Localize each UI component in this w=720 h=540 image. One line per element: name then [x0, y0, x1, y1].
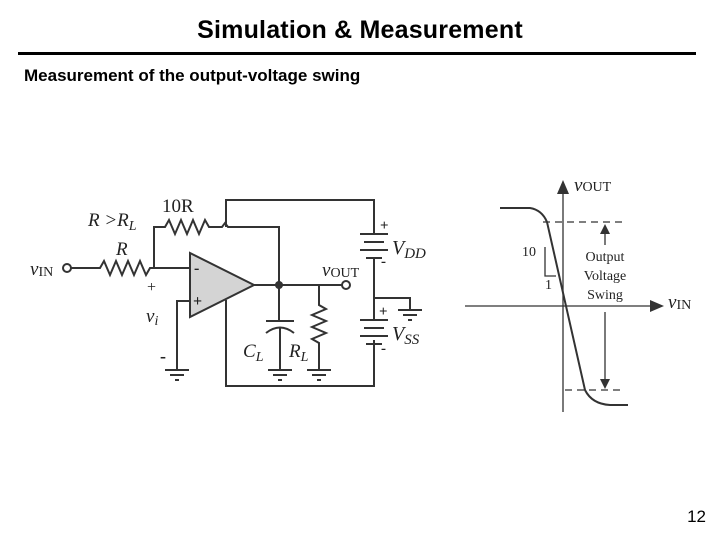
slope-rise-label: 10	[522, 245, 536, 260]
vdd-battery	[360, 233, 388, 298]
swing-up-arrow-icon	[600, 224, 610, 234]
swing-down-arrow-icon	[600, 379, 610, 389]
slope-triangle	[544, 247, 556, 277]
vdd-rail	[225, 199, 375, 234]
vi-label: vi	[146, 306, 158, 329]
opamp-plus-input: +	[193, 293, 202, 310]
transfer-characteristic: vOUT vIN 10 1 Output Voltage Swing	[465, 175, 691, 412]
vout-label: vOUT	[322, 260, 360, 281]
opamp-minus-input: -	[194, 260, 199, 277]
output-terminal	[341, 280, 351, 290]
ground-icon	[165, 369, 189, 381]
vss-rail	[225, 300, 375, 387]
plus-input-wire	[176, 300, 190, 370]
vdd-plus: +	[380, 218, 389, 234]
vin-label: vIN	[30, 259, 53, 280]
feedback-resistor-label: 10R	[162, 196, 194, 217]
slide-subtitle: Measurement of the output-voltage swing	[24, 66, 361, 85]
page-number: 12	[687, 507, 706, 526]
x-axis-arrow-icon	[650, 300, 664, 312]
swing-label-line2: Voltage	[584, 269, 627, 284]
load-resistor	[309, 285, 329, 370]
load-capacitor	[265, 326, 295, 370]
input-resistor-label: R	[115, 239, 128, 260]
vi-minus: -	[160, 346, 166, 366]
slope-run-label: 1	[545, 278, 552, 293]
circuit-schematic: vIN R R >RL 10R + vi - - + vOUT CL	[30, 196, 426, 387]
slide-title: Simulation & Measurement	[197, 16, 523, 44]
vdd-label: VDD	[392, 237, 426, 262]
ground-icon	[307, 369, 331, 381]
input-resistor	[71, 258, 175, 278]
ground-icon	[398, 309, 422, 321]
ground-icon	[268, 369, 292, 381]
y-axis-label: vOUT	[574, 175, 612, 196]
vss-battery	[360, 298, 388, 345]
condition-label: R >RL	[87, 210, 137, 234]
input-terminal	[62, 263, 72, 273]
opamp-symbol	[189, 251, 257, 319]
title-divider	[18, 52, 696, 55]
swing-label-line1: Output	[586, 250, 625, 265]
vi-plus: +	[147, 279, 156, 296]
rl-label: RL	[288, 341, 309, 365]
transfer-curve	[500, 207, 628, 406]
y-axis-arrow-icon	[557, 180, 569, 194]
vss-label: VSS	[392, 323, 420, 348]
swing-label-line3: Swing	[587, 288, 623, 303]
vss-plus: +	[379, 304, 388, 320]
cl-label: CL	[243, 341, 264, 365]
x-axis-label: vIN	[668, 292, 691, 313]
vdd-minus: -	[381, 254, 386, 270]
vss-minus: -	[381, 341, 386, 357]
